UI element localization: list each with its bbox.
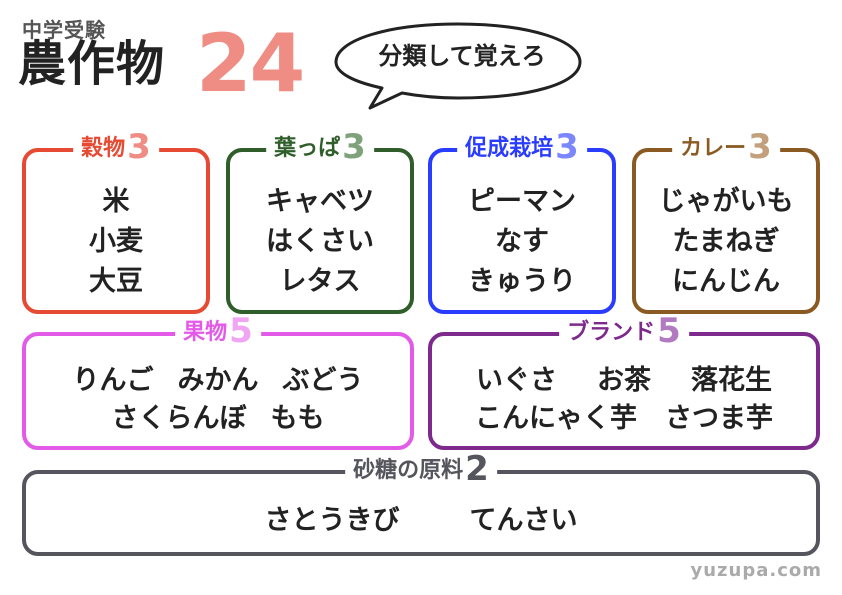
- list-item: 米: [102, 186, 130, 217]
- category-count: 5: [657, 311, 681, 351]
- list-item: さくらんぼ: [111, 403, 247, 434]
- list-item: りんご: [72, 365, 154, 396]
- item-row: さくらんぼもも: [26, 400, 410, 438]
- box-forcing: 促成栽培3 ピーマン なす きゅうり: [428, 130, 616, 314]
- category-name: 果物: [183, 320, 228, 345]
- list-item: てんさい: [469, 505, 578, 536]
- category-count: 5: [229, 311, 253, 351]
- box-sugar: 砂糖の原料2 さとうきび てんさい: [22, 452, 820, 556]
- category-count: 3: [127, 127, 151, 167]
- list-item: いぐさ: [476, 365, 557, 396]
- box-label: 穀物3: [73, 130, 159, 166]
- category-name: ブランド: [567, 320, 656, 345]
- total-count: 24: [196, 17, 305, 110]
- category-count: 2: [465, 449, 489, 489]
- list-item: みかん: [177, 365, 259, 396]
- list-item: たまねぎ: [672, 226, 780, 257]
- item-row: いぐさ お茶 落花生: [432, 362, 816, 400]
- item-row: こんにゃく芋さつま芋: [432, 400, 816, 438]
- list-item: レタス: [279, 266, 361, 297]
- box-label: 促成栽培3: [457, 130, 587, 166]
- category-count: 3: [748, 127, 772, 167]
- list-item: お茶: [597, 365, 651, 396]
- watermark: yuzupa.com: [690, 560, 822, 581]
- list-item: 大豆: [89, 266, 143, 297]
- list-item: 落花生: [691, 365, 772, 396]
- list-item: ぶどう: [282, 365, 364, 396]
- item-list: ピーマン なす きゅうり: [432, 182, 612, 302]
- item-list: じゃがいも たまねぎ にんじん: [636, 182, 816, 302]
- item-row: さとうきび てんさい: [26, 502, 816, 540]
- list-item: きゅうり: [468, 266, 576, 297]
- list-item: 小麦: [89, 226, 143, 257]
- item-list: キャベツ はくさい レタス: [230, 182, 410, 302]
- box-label: 果物5: [175, 314, 261, 350]
- list-item: こんにゃく芋: [475, 403, 637, 434]
- list-item: なす: [495, 226, 549, 257]
- box-leafy: 葉っぱ3 キャベツ はくさい レタス: [226, 130, 414, 314]
- speech-bubble: [334, 22, 582, 110]
- list-item: キャベツ: [266, 186, 374, 217]
- list-item: はくさい: [266, 226, 374, 257]
- list-item: ピーマン: [468, 186, 576, 217]
- list-item: もも: [270, 403, 325, 434]
- list-item: にんじん: [672, 266, 780, 297]
- item-row: りんごみかんぶどう: [26, 362, 410, 400]
- box-label: ブランド5: [559, 314, 689, 350]
- category-name: 促成栽培: [465, 136, 554, 161]
- category-name: 砂糖の原料: [353, 458, 464, 483]
- box-grains: 穀物3 米 小麦 大豆: [22, 130, 210, 314]
- box-curry: カレー3 じゃがいも たまねぎ にんじん: [632, 130, 820, 314]
- box-label: カレー3: [672, 130, 780, 166]
- category-count: 3: [555, 127, 579, 167]
- category-count: 3: [342, 127, 366, 167]
- bubble-text: 分類して覚えろ: [378, 42, 546, 70]
- list-item: さつま芋: [665, 403, 773, 434]
- list-item: さとうきび: [264, 505, 400, 536]
- page-title: 農作物: [18, 36, 166, 92]
- box-fruit: 果物5 りんごみかんぶどう さくらんぼもも: [22, 314, 414, 450]
- box-label: 葉っぱ3: [266, 130, 374, 166]
- box-label: 砂糖の原料2: [345, 452, 497, 488]
- category-name: 葉っぱ: [274, 136, 341, 161]
- list-item: じゃがいも: [658, 186, 794, 217]
- kicker-label: 中学受験: [22, 18, 106, 42]
- box-brand: ブランド5 いぐさ お茶 落花生 こんにゃく芋さつま芋: [428, 314, 820, 450]
- item-list: 米 小麦 大豆: [26, 182, 206, 302]
- category-name: カレー: [680, 136, 747, 161]
- category-name: 穀物: [81, 136, 126, 161]
